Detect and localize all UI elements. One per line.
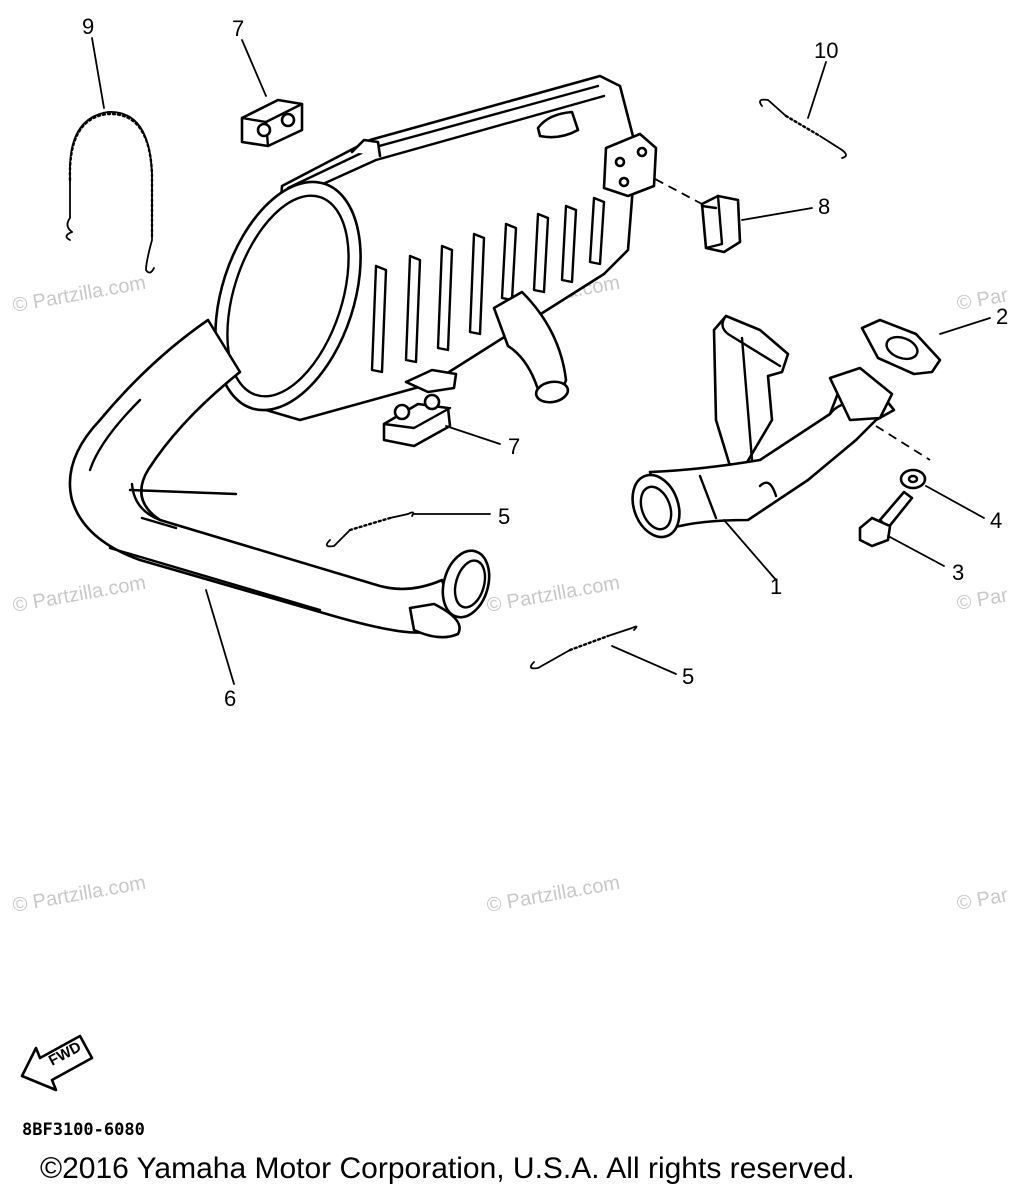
part-2-gasket: [860, 318, 942, 376]
part-4-washer: [899, 468, 927, 490]
part-10-small-spring: [759, 98, 847, 159]
callout-7-top: 7: [232, 16, 244, 41]
callout-9: 9: [82, 14, 94, 39]
callout-5-upper: 5: [498, 504, 510, 529]
watermark: © Partzilla.com: [11, 272, 148, 317]
callout-7-lower: 7: [508, 434, 520, 459]
dashed-leader-4: [875, 425, 931, 461]
callout-4: 4: [990, 508, 1002, 533]
part-1-manifold: [631, 314, 896, 539]
part-5-spring-upper: [325, 511, 415, 548]
watermark-partial: © Par: [955, 584, 1010, 615]
part-7-damper-top: [240, 98, 304, 148]
part-9-long-spring: [65, 111, 155, 274]
leader-lines: [91, 37, 991, 685]
callout-2: 2: [996, 304, 1008, 329]
watermark-partial: © Par: [955, 884, 1010, 915]
watermark: © Partzilla.com: [485, 572, 622, 617]
watermark: © Partzilla.com: [11, 572, 148, 617]
part-8-damper: [700, 194, 742, 254]
callout-3: 3: [952, 560, 964, 585]
part-6-exhaust-pipe: [68, 318, 491, 639]
part-7-damper-lower: [382, 393, 452, 448]
callout-1: 1: [770, 574, 782, 599]
watermark: © Partzilla.com: [485, 872, 622, 917]
dashed-leader-8: [641, 171, 703, 205]
part-3-bolt: [858, 490, 914, 548]
watermark: © Partzilla.com: [11, 872, 148, 917]
part-code: 8BF3100-6080: [22, 1120, 145, 1140]
copyright-notice: ©2016 Yamaha Motor Corporation, U.S.A. A…: [40, 1152, 855, 1185]
callout-6: 6: [224, 686, 236, 711]
part-5-spring-lower: [529, 625, 638, 670]
callout-8: 8: [818, 194, 830, 219]
forward-arrow-icon: FWD: [20, 1034, 94, 1092]
callout-10: 10: [814, 38, 838, 63]
callouts: 9 7 10 8 2 7 5 4 1 3 5 6: [82, 14, 1008, 711]
callout-5-lower: 5: [682, 664, 694, 689]
muffler: [214, 74, 658, 422]
